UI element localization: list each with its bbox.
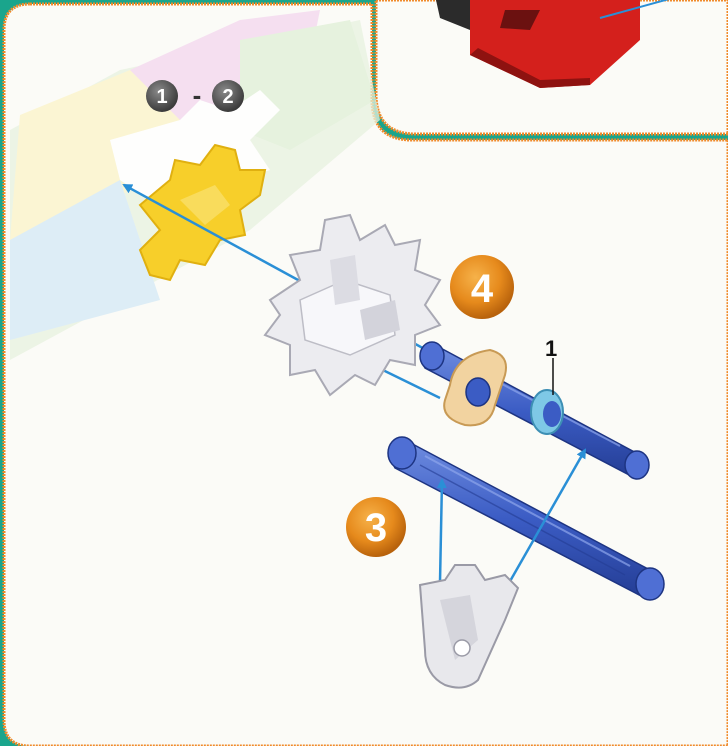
cyan-spacer <box>531 390 563 434</box>
step-number-4: 4 <box>471 267 494 311</box>
step-badge-4: 4 <box>450 255 514 319</box>
ref-from-number: 1 <box>156 86 167 108</box>
previous-steps-reference: 1 - 2 <box>146 80 244 112</box>
ref-to-number: 2 <box>222 86 233 108</box>
step-number-3: 3 <box>365 506 387 550</box>
ref-dash: - <box>193 80 202 110</box>
step-badge-3: 3 <box>346 497 406 557</box>
part-callout-number: 1 <box>545 336 557 361</box>
